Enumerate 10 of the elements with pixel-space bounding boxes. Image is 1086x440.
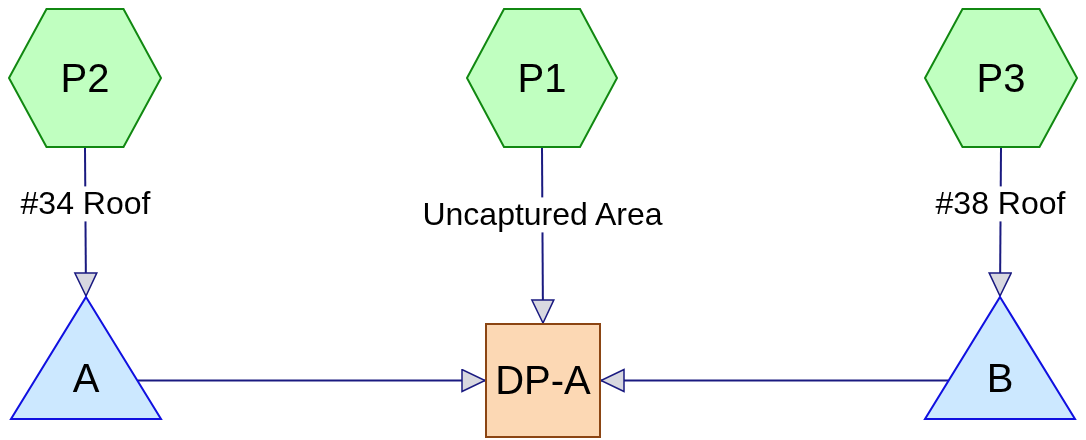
node-label: P3 — [976, 55, 1026, 101]
node-label: P2 — [60, 55, 110, 101]
arrow — [600, 368, 950, 393]
node-label: B — [986, 355, 1014, 401]
edge-label: #38 Roof — [933, 186, 1068, 222]
node-label: P1 — [517, 55, 567, 101]
node-label: A — [72, 355, 100, 401]
arrow — [136, 368, 486, 393]
edge-label: #34 Roof — [18, 186, 153, 222]
node-label: DP-A — [495, 358, 591, 403]
